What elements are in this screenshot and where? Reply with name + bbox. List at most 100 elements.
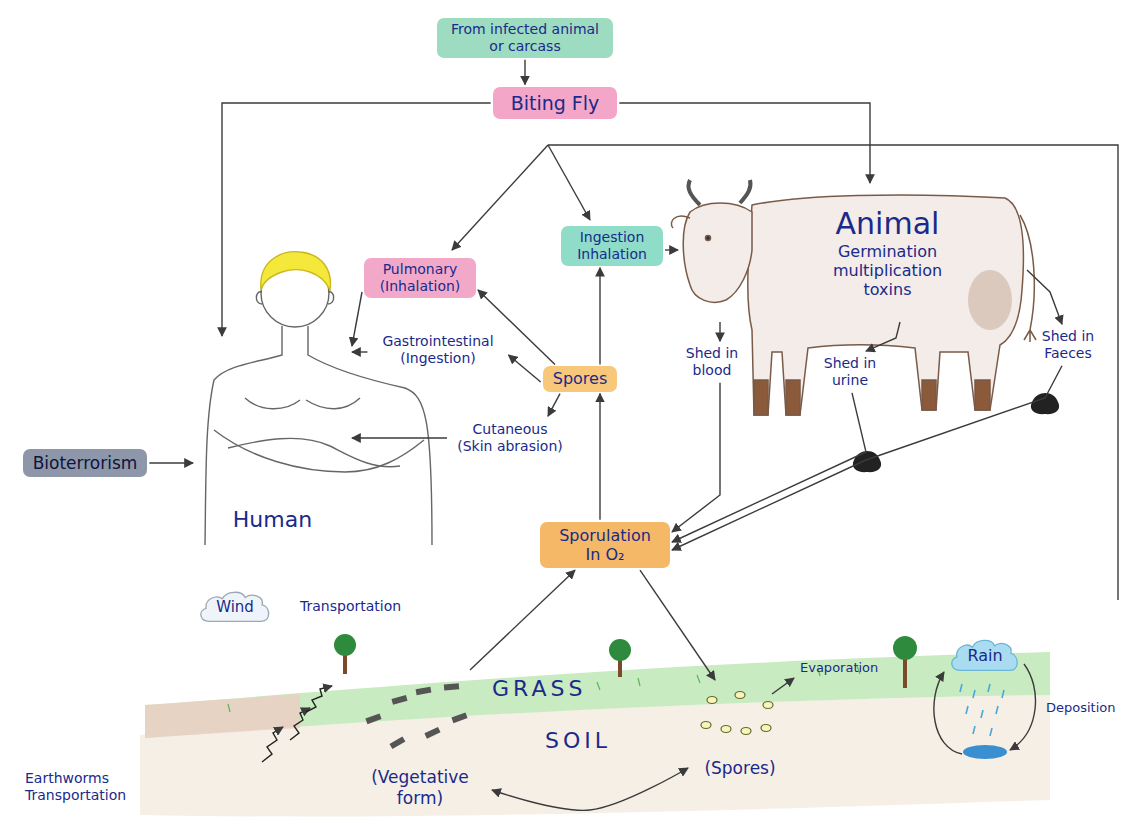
flow-arrow xyxy=(352,351,368,352)
flow-arrow xyxy=(866,322,900,351)
node-subtext: Germination multiplication toxins xyxy=(813,242,963,300)
rain-drops xyxy=(960,684,1004,736)
cow-tail xyxy=(1020,215,1034,330)
node-text: Shed in blood xyxy=(681,345,743,379)
cycle-arrow xyxy=(934,672,962,754)
rod xyxy=(391,695,407,705)
cow-body xyxy=(748,195,1024,415)
node-text: From infected animal or carcass xyxy=(445,21,605,55)
spore-ovals xyxy=(701,692,773,735)
tree-crown xyxy=(893,636,917,660)
spore xyxy=(721,726,731,733)
flow-arrow xyxy=(672,366,1062,550)
node-text: Gastrointestinal (Ingestion) xyxy=(376,333,501,367)
spore xyxy=(741,728,751,735)
flow-arrow xyxy=(599,268,600,365)
node-text: Wind xyxy=(216,598,254,616)
cow-figure xyxy=(671,180,1036,415)
flow-arrow xyxy=(640,570,715,680)
spore xyxy=(763,702,773,709)
branch-arrow xyxy=(548,145,590,220)
wind-cloud: Wind xyxy=(198,590,272,624)
human-ears xyxy=(256,292,333,304)
spore xyxy=(707,697,717,704)
cycle-arrow xyxy=(1010,664,1036,750)
flow-arrow xyxy=(470,570,575,670)
human-arm xyxy=(228,438,400,466)
earthworm-arrow xyxy=(262,727,283,762)
vegetative-form: (Vegetative form) xyxy=(350,672,490,810)
cloud-outline xyxy=(201,592,269,621)
source-box: Bioterrorism xyxy=(23,449,148,477)
tree-crown xyxy=(609,639,631,661)
host-human: Human xyxy=(195,338,350,545)
flow-arrow xyxy=(719,322,720,341)
spores-soil: (Spores) xyxy=(690,682,790,780)
soil-ground xyxy=(140,695,1050,817)
node-text: Shed in urine xyxy=(819,355,881,389)
node-text: Animal xyxy=(836,206,940,242)
flow-arrow xyxy=(524,60,525,85)
route-box: Ingestion Inhalation xyxy=(561,226,663,266)
cow-eye xyxy=(706,236,711,241)
dung-pile xyxy=(853,451,881,472)
flow-arrow xyxy=(222,103,491,336)
vector-box: Biting Fly xyxy=(493,87,618,120)
branch-line xyxy=(548,145,1118,600)
route-label: Cutaneous (Skin abrasion) xyxy=(449,418,571,458)
rod xyxy=(365,713,381,724)
host-animal: AnimalGermination multiplication toxins xyxy=(680,185,1025,320)
puddle xyxy=(963,745,1007,759)
earthworm-arrow xyxy=(306,686,332,712)
grass-band xyxy=(145,652,1050,738)
node-text: Rain xyxy=(967,646,1002,665)
node-text: Shed in Faeces xyxy=(1037,328,1099,362)
flow-arrow xyxy=(672,383,720,532)
earthworm-arrows xyxy=(262,686,332,762)
region-label: SOIL xyxy=(545,728,611,754)
evaporation-arrow xyxy=(772,678,794,694)
cow-head xyxy=(683,203,752,302)
node-text: Sporulation In O₂ xyxy=(550,526,660,564)
flow-arrow xyxy=(619,103,870,183)
node-text: (Spores) xyxy=(704,758,775,778)
branch-arrow xyxy=(452,145,548,250)
region-label: GRASS xyxy=(492,676,586,702)
flow-arrow xyxy=(149,462,193,463)
cow-tail-tuft xyxy=(1024,330,1036,342)
rain-drop xyxy=(960,684,1004,736)
rain-cloud: Rain xyxy=(949,638,1020,673)
route-box: Pulmonary (Inhalation) xyxy=(364,258,476,298)
shed-label: Shed in Faeces xyxy=(1033,326,1103,364)
rod xyxy=(444,683,459,690)
cow-patch xyxy=(968,270,1012,330)
dung-pile xyxy=(1031,393,1059,414)
transport-label: Transportation xyxy=(300,598,401,615)
process-label: Evaporation xyxy=(800,660,878,676)
human-arm xyxy=(214,430,424,472)
human-hair xyxy=(261,252,331,290)
cow-hooves xyxy=(754,380,990,415)
process-label: Deposition xyxy=(1046,700,1116,716)
node-text: Spores xyxy=(553,369,608,388)
flow-arrow xyxy=(492,768,688,810)
rod xyxy=(389,736,405,749)
node-text: Human xyxy=(233,507,312,533)
flow-arrow xyxy=(599,394,600,520)
flow-arrow xyxy=(665,249,678,250)
rod xyxy=(424,727,440,739)
shed-label: Shed in blood xyxy=(677,343,747,381)
transport-label: Earthworms Transportation xyxy=(25,770,145,804)
flow-arrow xyxy=(478,290,555,364)
human-chest xyxy=(245,398,360,409)
shed-label: Shed in urine xyxy=(815,353,885,391)
cloud-outline xyxy=(952,641,1017,671)
node-text: Bioterrorism xyxy=(33,453,138,473)
flow-arrow xyxy=(352,292,362,346)
spore xyxy=(735,692,745,699)
source-box: From infected animal or carcass xyxy=(437,18,613,58)
flow-arrow xyxy=(672,393,866,542)
